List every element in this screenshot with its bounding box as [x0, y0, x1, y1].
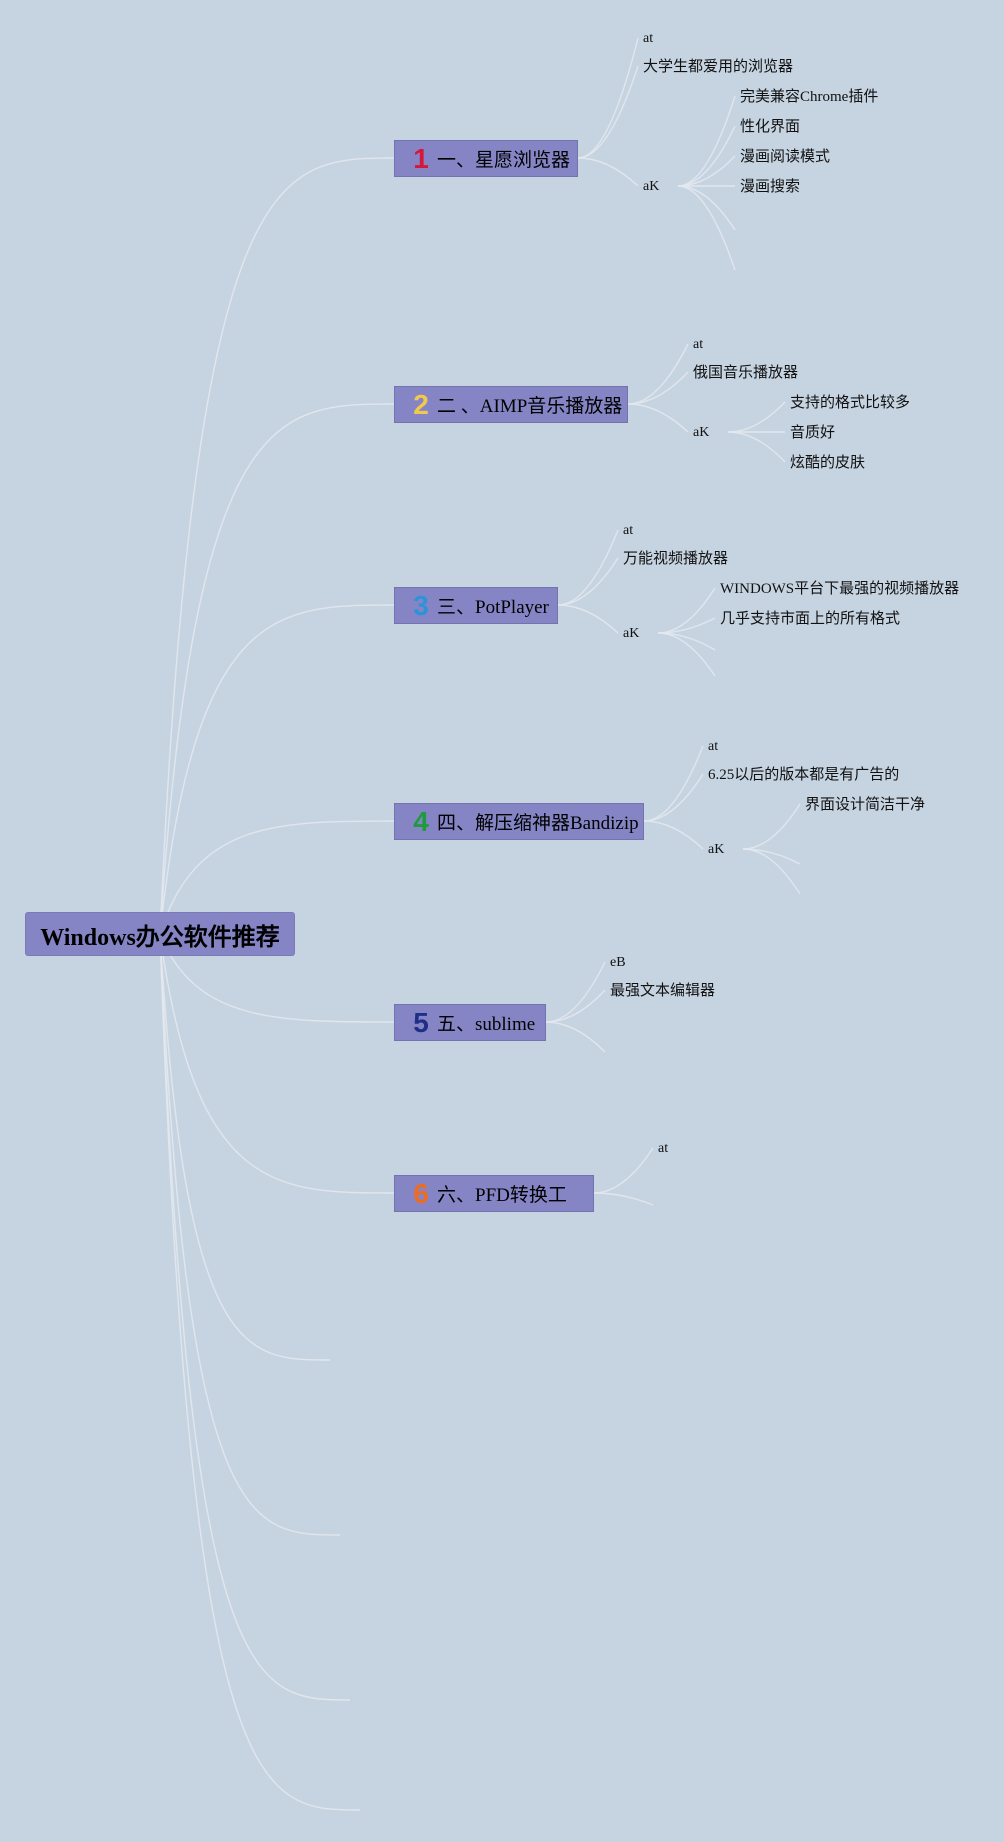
branch-4-tag-2: aK	[708, 842, 725, 857]
branch-number-1: 1	[413, 142, 429, 174]
branch-3-link-3	[557, 604, 619, 634]
branch-5-description: 最强文本编辑器	[610, 983, 716, 999]
branch-3-feature-2: 几乎支持市面上的所有格式	[720, 611, 901, 627]
branch-3-feature-1: WINDOWS平台下最强的视频播放器	[720, 581, 960, 597]
branch-node-3[interactable]: 3 三、PotPlayer	[394, 587, 558, 624]
branch-2-link-3	[627, 403, 689, 433]
branch-number-5: 5	[413, 1006, 429, 1038]
branch-6-tag-1: at	[658, 1141, 669, 1156]
branch-1-tag-2: aK	[643, 179, 660, 194]
branch-1-feature-4: 漫画搜索	[740, 179, 801, 195]
branch-2-feature-link-1	[727, 401, 786, 433]
branch-1-link-1	[577, 37, 639, 159]
branch-number-6: 6	[413, 1177, 429, 1209]
branch-4-link-2	[643, 773, 704, 822]
root-link-4	[159, 820, 395, 935]
branch-label-1: 一、星愿浏览器	[437, 150, 571, 171]
branch-1-feature-3: 漫画阅读模式	[740, 149, 831, 165]
branch-node-1[interactable]: 1 一、星愿浏览器	[394, 140, 578, 177]
branch-3-feature-link-1	[657, 587, 716, 634]
branch-6-link-1	[593, 1147, 654, 1194]
branch-1-tag-1: at	[643, 31, 654, 46]
branch-2-link-1	[627, 343, 689, 405]
root-link-extra-4	[159, 933, 361, 1811]
branch-5-link-2	[545, 989, 606, 1023]
branch-2-feature-2: 音质好	[790, 425, 836, 441]
branch-label-3: 三、PotPlayer	[437, 597, 549, 618]
branch-node-6[interactable]: 6 六、PFD转换工	[394, 1175, 594, 1212]
branch-node-5[interactable]: 5 五、sublime	[394, 1004, 546, 1041]
branch-4-tag-1: at	[708, 739, 719, 754]
branch-1-feature-1: 完美兼容Chrome插件	[740, 89, 879, 105]
root-link-extra-1	[159, 933, 331, 1361]
branch-label-5: 五、sublime	[437, 1014, 536, 1035]
branch-1-feature-link-2	[677, 125, 736, 187]
branch-number-4: 4	[413, 805, 429, 837]
root-link-extra-2	[159, 933, 341, 1536]
branch-2-tag-1: at	[693, 337, 704, 352]
branch-2-feature-link-3	[727, 431, 786, 463]
branch-1-link-3	[577, 157, 639, 187]
root-link-5	[159, 933, 395, 1023]
branch-4-feature-link-2	[742, 848, 801, 865]
branch-1-feature-link-1	[677, 95, 736, 187]
branch-3-description: 万能视频播放器	[623, 551, 729, 567]
branch-6-link-2	[593, 1192, 654, 1206]
root-link-2	[159, 403, 395, 935]
branch-node-2[interactable]: 2 二 、AIMP音乐播放器	[394, 386, 628, 423]
branch-label-6: 六、PFD转换工	[437, 1185, 567, 1206]
root-link-6	[159, 933, 395, 1194]
branch-3-tag-2: aK	[623, 626, 640, 641]
branch-5-tag-1: eB	[610, 955, 626, 970]
branch-4-feature-link-1	[742, 803, 801, 850]
branch-2-link-2	[627, 371, 689, 405]
branch-5-link-1	[545, 961, 606, 1023]
branch-4-feature-1: 界面设计简洁干净	[805, 797, 926, 813]
branch-1-link-2	[577, 65, 639, 159]
branch-3-feature-link-2	[657, 617, 716, 634]
branch-2-feature-3: 炫酷的皮肤	[790, 455, 866, 471]
branch-label-4: 四、解压缩神器Bandizip	[437, 813, 639, 834]
branch-label-2: 二 、AIMP音乐播放器	[437, 396, 623, 417]
branch-1-description: 大学生都爱用的浏览器	[643, 59, 794, 75]
root-link-1	[159, 157, 395, 935]
branch-3-feature-link-3	[657, 632, 716, 651]
branch-number-3: 3	[413, 589, 429, 621]
branch-1-feature-link-6	[677, 185, 736, 271]
root-node[interactable]: Windows办公软件推荐	[25, 912, 295, 956]
branch-4-link-3	[643, 820, 704, 850]
branch-5-link-3	[545, 1021, 606, 1053]
branch-number-2: 2	[413, 388, 429, 420]
branch-4-feature-link-3	[742, 848, 801, 895]
branch-2-tag-2: aK	[693, 425, 710, 440]
branch-2-feature-1: 支持的格式比较多	[790, 395, 911, 411]
branch-3-feature-link-4	[657, 632, 716, 677]
root-link-extra-3	[159, 933, 351, 1701]
branch-1-feature-2: 性化界面	[740, 119, 801, 135]
branch-4-description: 6.25以后的版本都是有广告的	[708, 767, 900, 783]
root-title: Windows办公软件推荐	[40, 924, 280, 951]
branch-3-tag-1: at	[623, 523, 634, 538]
branch-2-description: 俄国音乐播放器	[693, 365, 799, 381]
root-link-3	[159, 604, 395, 935]
branch-3-link-2	[557, 557, 619, 606]
branch-node-4[interactable]: 4 四、解压缩神器Bandizip	[394, 803, 644, 840]
